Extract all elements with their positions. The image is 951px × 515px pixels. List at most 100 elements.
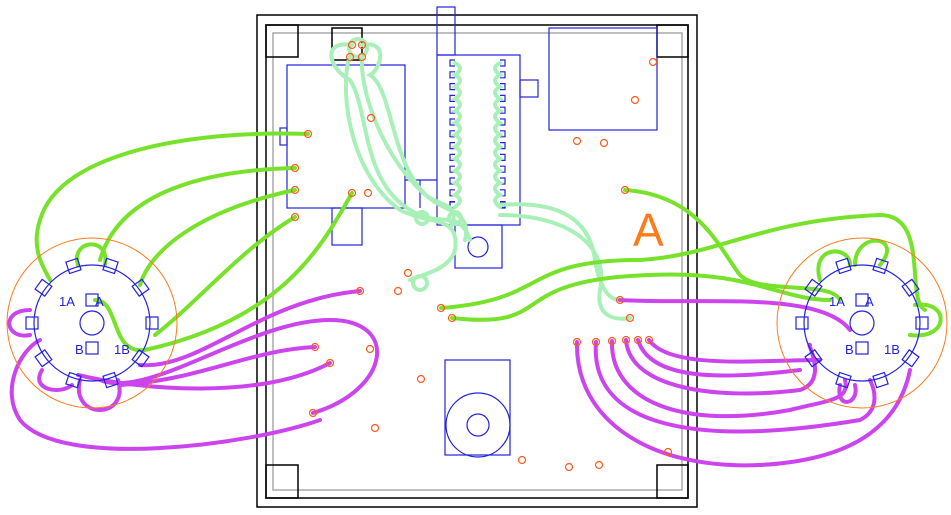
hole <box>290 163 300 173</box>
hole <box>357 40 367 50</box>
label-1a: 1A <box>829 294 845 309</box>
ic-pad <box>449 165 455 173</box>
ic-pad <box>449 59 455 67</box>
board-outline <box>256 14 698 508</box>
ic-pad <box>500 106 506 114</box>
connector-pad <box>131 349 150 368</box>
ic-chip <box>436 54 521 226</box>
ic-pad <box>449 153 455 161</box>
label-b: B <box>75 342 84 357</box>
connector-pad <box>804 349 823 368</box>
ic-pad <box>500 153 506 161</box>
hole <box>607 336 617 346</box>
label-b: B <box>845 342 854 357</box>
hole <box>370 423 380 433</box>
ic-pad <box>500 94 506 102</box>
label-1b: 1B <box>884 342 900 357</box>
ic-pad <box>449 83 455 91</box>
hole <box>633 335 643 345</box>
connector-pad <box>901 278 920 297</box>
label-a: A <box>95 294 104 309</box>
board-label: A <box>633 204 664 256</box>
connector-pad <box>65 257 82 275</box>
connector-pad <box>804 278 823 297</box>
hole <box>594 460 604 470</box>
hole <box>591 337 601 347</box>
connector-pad <box>102 371 119 389</box>
hole <box>345 52 355 62</box>
hole <box>308 408 318 418</box>
hole <box>517 455 527 465</box>
ic-pad <box>500 59 506 67</box>
left-switch-connector[interactable]: 1A A B 1B <box>6 237 178 409</box>
hole <box>325 358 335 368</box>
ic-pad <box>449 177 455 185</box>
hole <box>447 313 457 323</box>
hole <box>663 447 673 457</box>
connector-pad <box>131 278 150 297</box>
hole <box>436 303 446 313</box>
right-switch-connector[interactable]: 1A A B 1B <box>776 237 948 409</box>
switch-shaft <box>79 310 105 336</box>
hole <box>599 138 609 148</box>
connector-pad <box>34 278 53 297</box>
ic-pads <box>449 59 506 209</box>
hole <box>615 295 625 305</box>
ic-pad <box>500 130 506 138</box>
connector-pad <box>835 371 852 389</box>
ic-pad <box>500 165 506 173</box>
ic-pad <box>449 142 455 150</box>
ic-pad <box>449 106 455 114</box>
ic-pad <box>500 118 506 126</box>
ic-pad <box>500 83 506 91</box>
hole <box>310 342 320 352</box>
label-1a: 1A <box>59 294 75 309</box>
ic-pad <box>449 130 455 138</box>
ic-pad <box>449 71 455 79</box>
connector-pad <box>145 316 159 330</box>
hole <box>416 374 426 384</box>
hole <box>303 129 313 139</box>
hole <box>564 462 574 472</box>
hole <box>363 188 373 198</box>
connector-pad <box>872 371 889 389</box>
potentiometer <box>444 359 511 456</box>
hole <box>366 113 376 123</box>
ic-pad <box>449 118 455 126</box>
hole <box>630 95 640 105</box>
hole <box>365 344 375 354</box>
ic-wires <box>329 37 632 321</box>
connector-pad <box>65 371 82 389</box>
hole <box>403 268 413 278</box>
hole <box>572 136 582 146</box>
connector-pad <box>872 257 889 275</box>
hole <box>393 286 403 296</box>
ic-pad <box>500 71 506 79</box>
connector-pad <box>901 349 920 368</box>
hole <box>347 188 357 198</box>
connector-pad <box>835 257 852 275</box>
switch-shaft <box>849 310 875 336</box>
connector-pad <box>25 316 39 330</box>
hole <box>347 40 357 50</box>
hole <box>620 185 630 195</box>
hole <box>621 335 631 345</box>
hole <box>290 212 300 222</box>
hole <box>357 52 367 62</box>
ic-pad <box>449 94 455 102</box>
connector-pad <box>915 316 929 330</box>
connector-pad <box>102 257 119 275</box>
connector-pad <box>34 349 53 368</box>
hole <box>648 57 658 67</box>
label-1b: 1B <box>114 342 130 357</box>
hole <box>572 337 582 347</box>
connector-pad <box>795 316 809 330</box>
green-wires <box>34 131 943 353</box>
hole <box>644 335 654 345</box>
hole <box>355 286 365 296</box>
ic-pad <box>500 142 506 150</box>
mounting-holes <box>290 40 673 472</box>
hole <box>290 185 300 195</box>
ic-pad <box>500 177 506 185</box>
